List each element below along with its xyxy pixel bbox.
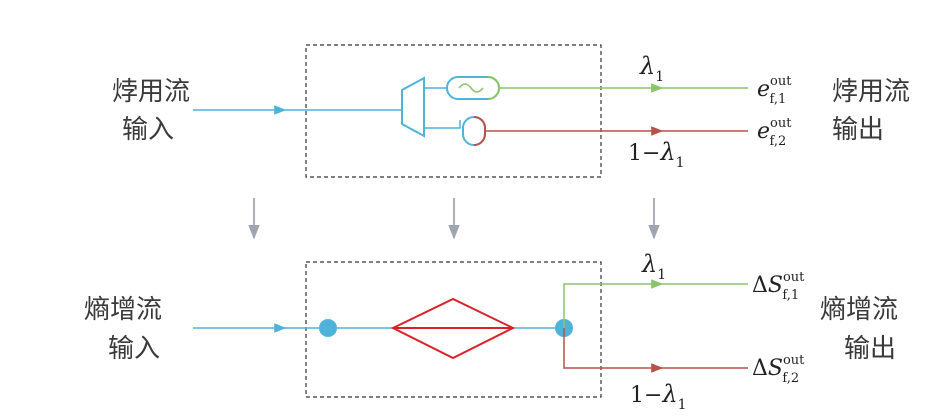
top-lambda1-label: λ1 [639, 52, 664, 85]
top-output-label-line2: 输出 [832, 115, 884, 145]
splitter-icon [401, 76, 425, 138]
bottom-output-label-line1: 熵增流 [820, 295, 898, 325]
bottom-lambda1-label: λ1 [641, 250, 666, 283]
top-input-label-line2: 输入 [122, 115, 174, 145]
top-one-minus-lambda1-label: 1−λ1 [628, 138, 685, 171]
upper-capsule-icon [446, 76, 500, 100]
top-input-label-line1: 㶿用流 [112, 77, 190, 107]
left-node-dot [319, 319, 337, 337]
bottom-input-label-line2: 输入 [108, 334, 160, 364]
bottom-one-minus-lambda1-label: 1−λ1 [630, 380, 687, 413]
wave-icon [458, 83, 484, 93]
bottom-input-label-line1: 熵增流 [84, 295, 162, 325]
transform-arrows [248, 198, 660, 240]
bottom-red-arrow [563, 328, 664, 373]
splitter-lower-link [424, 120, 461, 129]
lower-capsule-red-end [473, 116, 486, 146]
bottom-output-label-line2: 输出 [844, 334, 896, 364]
bottom-green-arrow [563, 279, 664, 328]
bottom-process-box [305, 261, 602, 398]
top-output-label-line1: 㶿用流 [832, 77, 910, 107]
upper-capsule-green-end [487, 76, 500, 100]
top-process-box [305, 44, 602, 178]
